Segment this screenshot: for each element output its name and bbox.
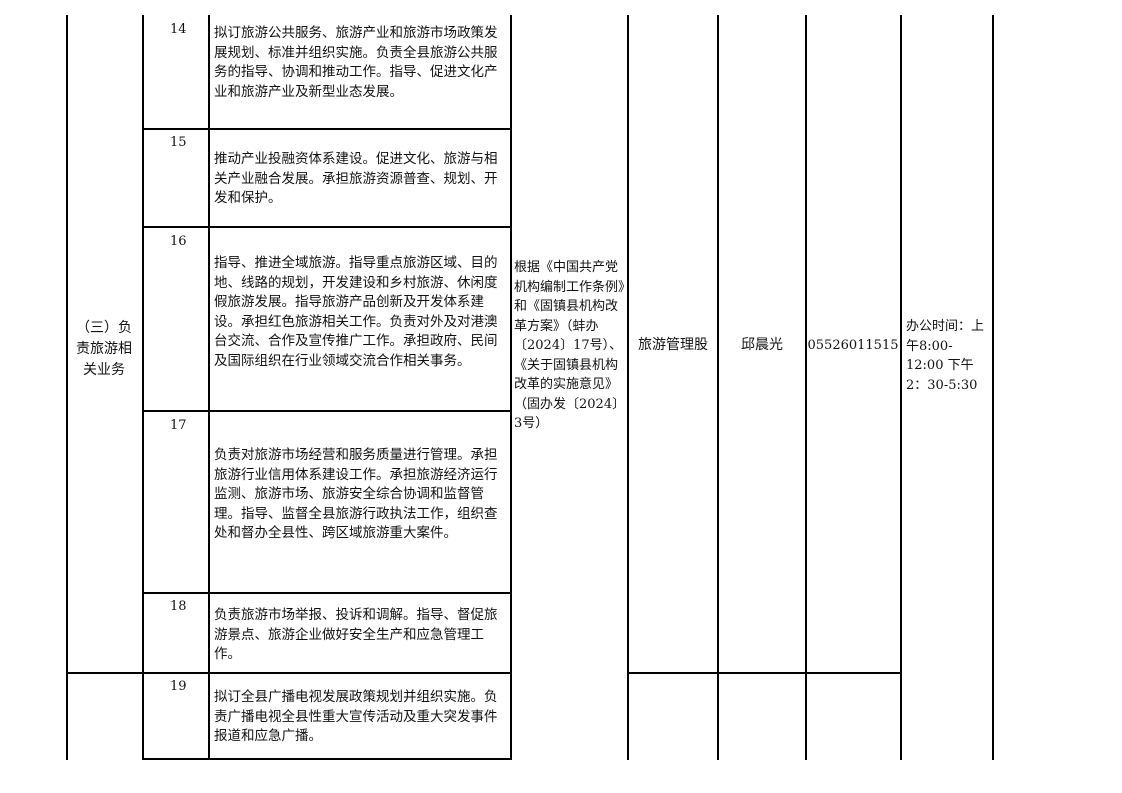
- hours-cell: 办公时间：上午8:00-12:00 下午2：30-5:30: [906, 319, 985, 393]
- table-border-phone: [900, 15, 902, 760]
- row-number: 15: [170, 135, 187, 150]
- table-border-num: [208, 15, 210, 760]
- row-content: 推动产业投融资体系建设。促进文化、旅游与相关产业融合发展。承担旅游资源普查、规划…: [214, 151, 498, 206]
- person-cell: 邱晨光: [741, 337, 783, 353]
- row-separator: [66, 672, 512, 674]
- row-separator: [142, 410, 512, 412]
- row-separator: [627, 672, 902, 674]
- row-number: 19: [170, 679, 187, 694]
- table-border-content: [510, 15, 512, 760]
- table-border-category: [142, 15, 144, 760]
- row-number: 18: [170, 599, 187, 614]
- row-content: 负责旅游市场举报、投诉和调解。指导、督促旅游景点、旅游企业做好安全生产和应急管理…: [214, 607, 498, 662]
- table-bottom: [142, 758, 512, 760]
- row-separator: [142, 226, 512, 228]
- row-separator: [142, 128, 512, 130]
- table-border-right: [992, 15, 994, 760]
- table-border-dept: [717, 15, 719, 760]
- row-number: 16: [170, 234, 187, 249]
- row-content: 负责对旅游市场经营和服务质量进行管理。承担旅游行业信用体系建设工作。承担旅游经济…: [214, 447, 498, 541]
- row-separator: [142, 592, 512, 594]
- row-number: 14: [170, 22, 187, 37]
- category-cell: （三）负责旅游相关业务: [76, 320, 132, 378]
- table-border-basis: [627, 15, 629, 760]
- row-content: 指导、推进全域旅游。指导重点旅游区域、目的地、线路的规划，开发建设和乡村旅游、休…: [214, 255, 498, 369]
- row-content: 拟订旅游公共服务、旅游产业和旅游市场政策发展规划、标准并组织实施。负责全县旅游公…: [214, 25, 498, 100]
- table-border-left: [66, 15, 68, 760]
- basis-cell: 根据《中国共产党机构编制工作条例》和《固镇县机构改革方案》（蚌办〔2024〕17…: [514, 260, 626, 431]
- row-content: 拟订全县广播电视发展政策规划并组织实施。负责广播电视全县性重大宣传活动及重大突发…: [214, 689, 498, 744]
- department-cell: 旅游管理股: [638, 337, 708, 353]
- row-number: 17: [170, 418, 187, 433]
- table-border-person: [805, 15, 807, 760]
- phone-cell: 05526011515: [807, 338, 899, 353]
